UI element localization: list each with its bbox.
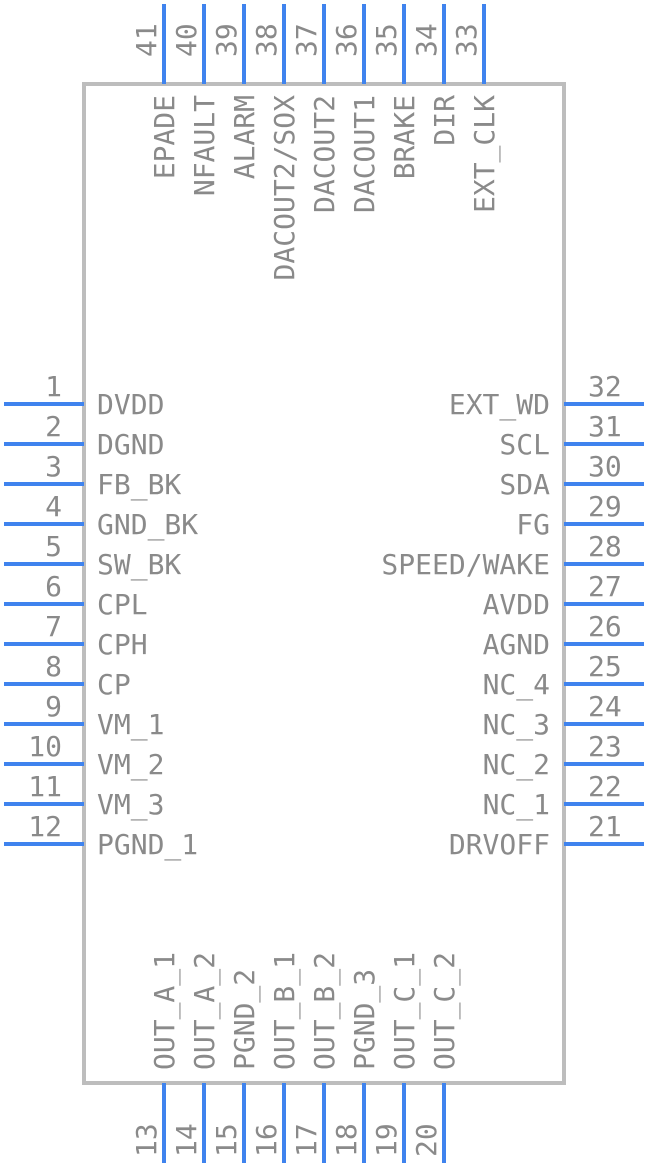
pin-label: OUT_A_1 bbox=[148, 952, 182, 1070]
pin-number: 23 bbox=[588, 730, 622, 763]
pin-number: 36 bbox=[330, 23, 363, 57]
pin-label: CPL bbox=[97, 588, 148, 621]
pin-label: PGND_3 bbox=[348, 969, 382, 1070]
pin-number: 32 bbox=[588, 370, 622, 403]
pin-label: FB_BK bbox=[97, 468, 181, 502]
pin-number: 3 bbox=[45, 450, 62, 483]
pin-label: OUT_A_2 bbox=[188, 952, 222, 1070]
pin-number: 34 bbox=[410, 23, 443, 57]
pin-number: 6 bbox=[45, 570, 62, 603]
pin-label: BRAKE bbox=[388, 95, 421, 179]
pin-label: SPEED/WAKE bbox=[381, 548, 550, 581]
pin-number: 4 bbox=[45, 490, 62, 523]
pin-number: 39 bbox=[210, 23, 243, 57]
pin-number: 18 bbox=[330, 1123, 363, 1157]
pin-number: 10 bbox=[28, 730, 62, 763]
pin-number: 35 bbox=[370, 23, 403, 57]
pin-label: PGND_2 bbox=[228, 969, 262, 1070]
pin-label: NC_1 bbox=[483, 788, 550, 822]
pin-label: OUT_B_2 bbox=[308, 952, 342, 1070]
pin-number: 22 bbox=[588, 770, 622, 803]
pin-label: DVDD bbox=[97, 388, 164, 421]
pin-number: 17 bbox=[290, 1123, 323, 1157]
pin-label: DIR bbox=[428, 95, 461, 146]
pin-label: CPH bbox=[97, 628, 148, 661]
pin-number: 1 bbox=[45, 370, 62, 403]
pin-label: SDA bbox=[499, 468, 550, 501]
pin-label: NC_3 bbox=[483, 708, 550, 742]
pin-label: DGND bbox=[97, 428, 164, 461]
pin-number: 7 bbox=[45, 610, 62, 643]
pin-number: 13 bbox=[130, 1123, 163, 1157]
pin-number: 20 bbox=[410, 1123, 443, 1157]
pin-label: SW_BK bbox=[97, 548, 181, 582]
pin-label: VM_3 bbox=[97, 788, 164, 822]
pin-label: NC_2 bbox=[483, 748, 550, 782]
pin-label: OUT_B_1 bbox=[268, 952, 302, 1070]
pin-number: 33 bbox=[450, 23, 483, 57]
pin-number: 37 bbox=[290, 23, 323, 57]
pin-label: OUT_C_1 bbox=[388, 952, 422, 1070]
pin-label: EXT_CLK bbox=[468, 95, 502, 213]
pin-number: 16 bbox=[250, 1123, 283, 1157]
pin-number: 11 bbox=[28, 770, 62, 803]
pin-number: 28 bbox=[588, 530, 622, 563]
pin-number: 30 bbox=[588, 450, 622, 483]
pin-label: PGND_1 bbox=[97, 828, 198, 862]
pin-label: VM_2 bbox=[97, 748, 164, 782]
pin-number: 9 bbox=[45, 690, 62, 723]
pin-number: 41 bbox=[130, 23, 163, 57]
pin-number: 31 bbox=[588, 410, 622, 443]
pin-number: 26 bbox=[588, 610, 622, 643]
pin-label: CP bbox=[97, 668, 131, 701]
pin-number: 29 bbox=[588, 490, 622, 523]
pin-number: 8 bbox=[45, 650, 62, 683]
pin-number: 14 bbox=[170, 1123, 203, 1157]
pin-number: 19 bbox=[370, 1123, 403, 1157]
pin-label: DACOUT1 bbox=[348, 95, 381, 213]
pin-label: NC_4 bbox=[483, 668, 550, 702]
pin-label: GND_BK bbox=[97, 508, 198, 542]
pin-number: 25 bbox=[588, 650, 622, 683]
pin-label: ALARM bbox=[228, 95, 261, 179]
pin-label: AGND bbox=[483, 628, 550, 661]
pin-number: 21 bbox=[588, 810, 622, 843]
pin-number: 24 bbox=[588, 690, 622, 723]
pin-label: VM_1 bbox=[97, 708, 164, 742]
pin-label: EXT_WD bbox=[449, 388, 550, 422]
pin-label: FG bbox=[516, 508, 550, 541]
pin-label: DRVOFF bbox=[449, 828, 550, 861]
pin-label: DACOUT2 bbox=[308, 95, 341, 213]
pin-number: 38 bbox=[250, 23, 283, 57]
pin-label: AVDD bbox=[483, 588, 550, 621]
pin-number: 5 bbox=[45, 530, 62, 563]
pin-label: SCL bbox=[499, 428, 550, 461]
pin-label: OUT_C_2 bbox=[428, 952, 462, 1070]
pin-label: NFAULT bbox=[188, 95, 221, 196]
ic-body bbox=[82, 82, 566, 1085]
pin-number: 27 bbox=[588, 570, 622, 603]
pin-number: 2 bbox=[45, 410, 62, 443]
pin-number: 12 bbox=[28, 810, 62, 843]
pin-number: 40 bbox=[170, 23, 203, 57]
pin-number: 15 bbox=[210, 1123, 243, 1157]
pin-label: EPADE bbox=[148, 95, 181, 179]
pin-label: DACOUT2/SOX bbox=[268, 95, 301, 281]
